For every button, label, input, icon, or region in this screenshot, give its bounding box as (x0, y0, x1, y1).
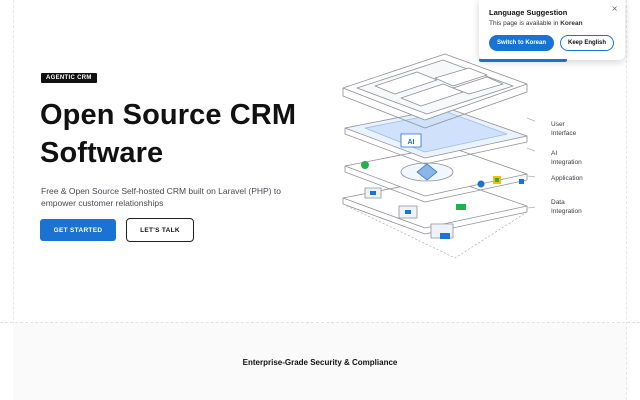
hero-title-line-2: Software (40, 137, 164, 169)
close-icon[interactable]: × (611, 4, 618, 13)
data-integration-layer (342, 177, 528, 259)
keep-english-button[interactable]: Keep English (560, 35, 614, 51)
hero-badge: AGENTIC CRM (41, 73, 97, 83)
architecture-illustration: AI (335, 48, 548, 268)
hero-title: Open Source CRM Software (40, 96, 330, 172)
section-divider (0, 322, 640, 323)
popup-actions: Switch to Korean Keep English (489, 35, 614, 51)
popup-language: Korean (560, 20, 583, 27)
hero-subtitle: Free & Open Source Self-hosted CRM built… (41, 186, 281, 208)
language-suggestion-popup: Language Suggestion This page is availab… (479, 0, 625, 60)
lets-talk-button[interactable]: LET'S TALK (126, 218, 194, 242)
architecture-diagram: AI (342, 53, 548, 259)
hero-section: AGENTIC CRM Open Source CRM Software Fre… (40, 48, 583, 268)
hero-title-line-1: Open Source CRM (40, 99, 297, 131)
layer-label-application: Application (551, 175, 583, 182)
page-rail-left (13, 0, 14, 400)
page-rail-right (626, 0, 627, 400)
popup-title: Language Suggestion (489, 8, 568, 17)
get-started-button[interactable]: GET STARTED (40, 219, 116, 241)
popup-message: This page is available in Korean (489, 20, 583, 27)
security-section-heading: Enterprise-Grade Security & Compliance (242, 358, 398, 367)
switch-language-button[interactable]: Switch to Korean (489, 35, 554, 51)
user-interface-layer (342, 53, 528, 129)
ai-integration-layer (344, 107, 528, 165)
popup-accent-bar (479, 59, 567, 62)
application-layer (344, 145, 528, 210)
security-section (13, 323, 626, 400)
ai-chip-label: AI (408, 139, 415, 146)
